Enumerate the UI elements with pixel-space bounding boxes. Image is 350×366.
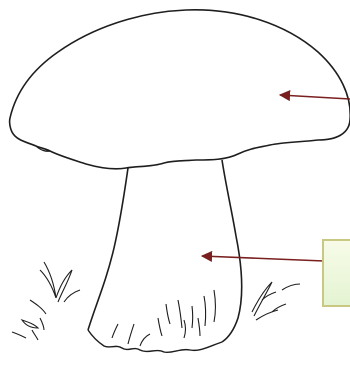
mushroom-stem-left-edge [88,168,128,330]
stem-texture [158,290,216,338]
stem-arrow [202,256,324,261]
mushroom-cap [10,10,350,169]
grass-front [112,324,150,346]
grass-left [12,262,80,340]
cap-arrow [280,95,350,99]
stem-base [88,330,222,352]
grass-right [252,282,300,320]
label-box [322,239,350,307]
mushroom-stem-right-edge [222,160,242,342]
